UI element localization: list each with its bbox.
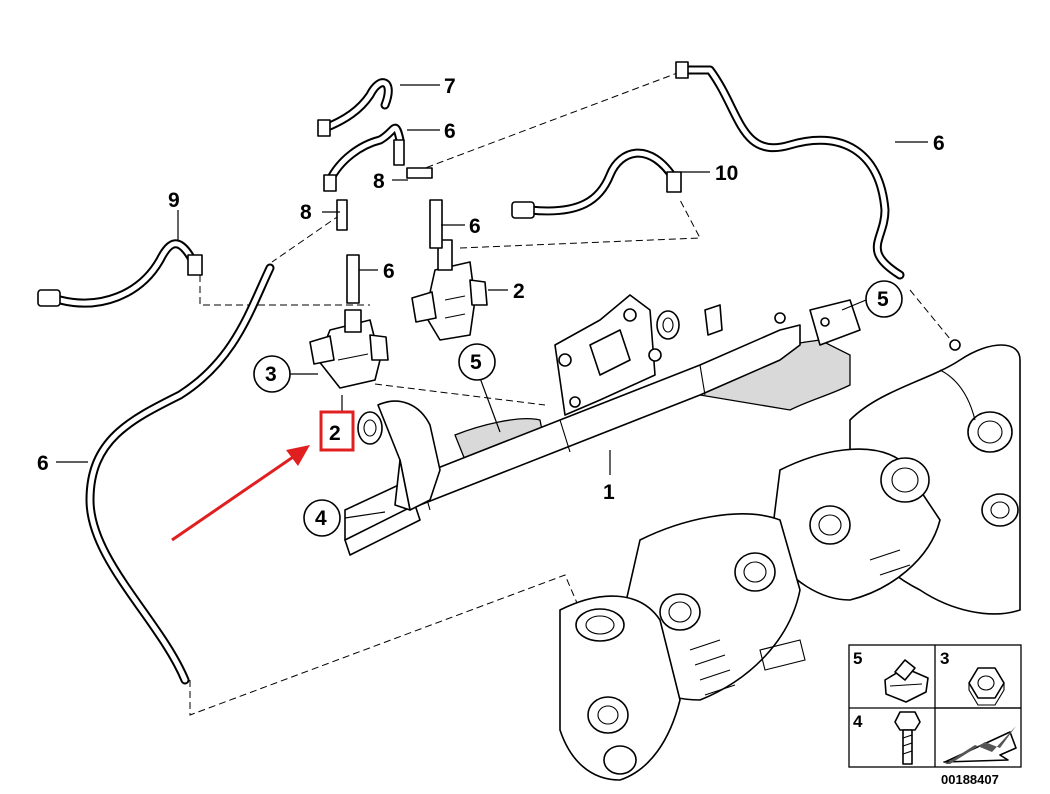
reference-lines [189, 71, 956, 716]
leader-lines [56, 84, 928, 519]
callout-7: 7 [444, 75, 456, 98]
callout-6-top-right: 6 [933, 132, 945, 155]
callout-4-circle [303, 499, 341, 537]
legend-label-3: 3 [940, 649, 949, 668]
clip-nut-icon [884, 659, 929, 703]
pressure-converter-upper [411, 239, 488, 341]
legend-label-5: 5 [853, 649, 862, 668]
callout-6-left: 6 [37, 452, 49, 475]
callout-4: 4 [315, 507, 327, 530]
direction-arrow-icon [943, 726, 1017, 764]
callout-8-upper: 8 [373, 170, 385, 193]
highlight-arrow [171, 445, 310, 542]
callout-5-right: 5 [877, 288, 889, 311]
callout-6-upper: 6 [444, 120, 456, 143]
highlight-box [319, 410, 355, 452]
pressure-converter-lower [309, 309, 389, 389]
callout-5-left-circle [458, 343, 496, 381]
callout-6-lower-mid: 6 [469, 215, 481, 238]
callout-8-lower: 8 [300, 201, 312, 224]
callouts: 7 6 6 10 8 8 9 6 6 2 6 1 3 5 5 4 2 [37, 75, 945, 537]
callout-10: 10 [715, 162, 738, 185]
callout-2-upper: 2 [513, 280, 525, 303]
hose-fittings [37, 61, 689, 307]
drawing-number: 00188407 [941, 772, 999, 787]
callout-6-left-mid: 6 [383, 260, 395, 283]
hex-nut-icon [968, 667, 1005, 706]
callout-3-circle [253, 355, 291, 393]
callout-9: 9 [168, 189, 180, 212]
bolt-icon [894, 711, 921, 765]
bracket [344, 294, 861, 556]
callout-5-left: 5 [470, 351, 482, 374]
callout-1: 1 [603, 481, 615, 504]
callout-5-right-circle [865, 280, 903, 318]
hoses [55, 65, 905, 685]
fastener-legend: 5 3 4 [848, 644, 1022, 768]
callout-2-lower: 2 [329, 422, 341, 445]
callout-3: 3 [265, 363, 277, 386]
exhaust-manifold [559, 339, 1021, 781]
legend-label-4: 4 [853, 712, 863, 731]
